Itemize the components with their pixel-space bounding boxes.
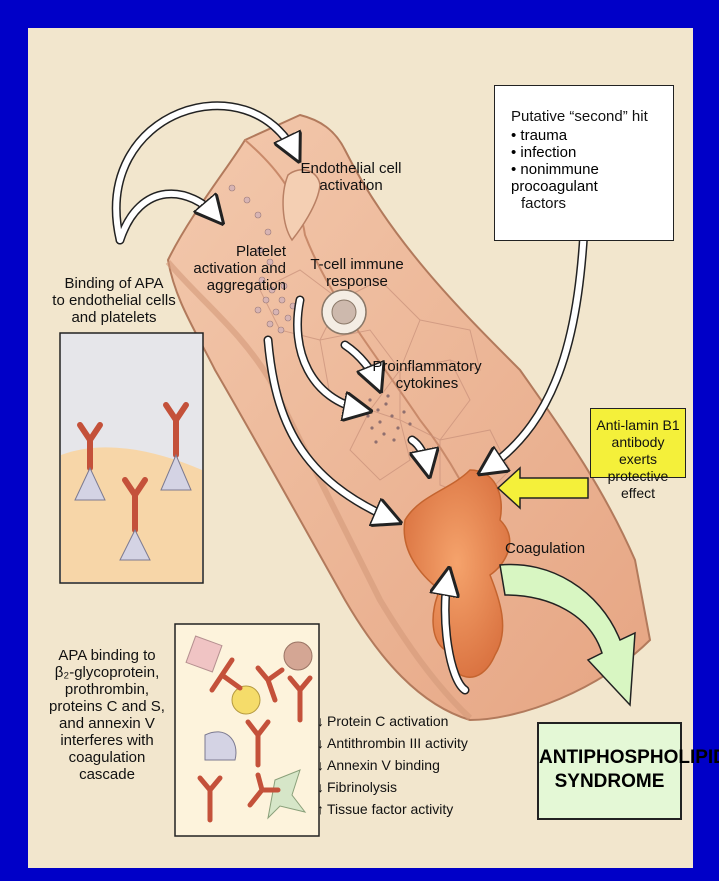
effect-row: ↑Tissue factor activity [317,801,453,818]
label-line: proteins C and S, [42,698,172,715]
effect-text: Protein C activation [327,713,448,729]
effect-row: ↓Fibrinolysis [317,779,397,796]
label-proinflammatory-cytokines: Proinflammatory cytokines [364,358,490,392]
second-hit-title: Putative “second” hit [511,108,673,125]
label-line: prothrombin, [42,681,172,698]
label-line: Proinflammatory [364,358,490,375]
label-line: response [302,273,412,290]
anti-lamin-box: Anti-lamin B1 antibody exerts protective… [590,408,686,478]
label-line: activation [296,177,406,194]
second-hit-item-continued: factors [511,195,673,212]
label-line: and annexin V [42,715,172,732]
effect-row: ↓Antithrombin III activity [317,735,468,752]
label-tcell-response: T-cell immune response [302,256,412,290]
second-hit-list: trauma infection nonimmune procoagulant [511,127,673,195]
inset-surface-binding [60,333,203,583]
label-line: β₂-glycoprotein, [42,664,172,681]
syndrome-box: ANTIPHOSPHOLIPID SYNDROME [537,722,682,820]
second-hit-item: infection [511,144,673,161]
syndrome-line: SYNDROME [539,770,680,794]
label-line: aggregation [176,277,286,294]
label-coagulation: Coagulation [505,540,585,557]
label-apa-coagulation-cascade: APA binding to β₂-glycoprotein, prothrom… [42,647,172,783]
down-arrow-icon: ↓ [317,713,324,729]
label-line: and platelets [40,309,188,326]
label-apa-binding-cells: Binding of APA to endothelial cells and … [40,275,188,326]
inset-coagulation-binding [175,624,319,836]
second-hit-item: nonimmune procoagulant [511,161,673,195]
label-endothelial-activation: Endothelial cell activation [296,160,406,194]
label-line: Anti-lamin B1 [591,417,685,434]
label-line: activation and [176,260,286,277]
second-hit-item: trauma [511,127,673,144]
effect-text: Annexin V binding [327,757,440,773]
down-arrow-icon: ↓ [317,735,324,751]
effect-row: ↓Annexin V binding [317,757,440,774]
label-platelet-activation: Platelet activation and aggregation [176,243,286,294]
label-line: T-cell immune [302,256,412,273]
effect-text: Antithrombin III activity [327,735,468,751]
effect-text: Fibrinolysis [327,779,397,795]
down-arrow-icon: ↓ [317,779,324,795]
label-line: to endothelial cells [40,292,188,309]
label-line: protective effect [591,468,685,502]
up-arrow-icon: ↑ [317,801,324,817]
label-line: Binding of APA [40,275,188,292]
t-cell-nucleus [332,300,356,324]
syndrome-text: ANTIPHOSPHOLIPID SYNDROME [539,724,680,794]
down-arrow-icon: ↓ [317,757,324,773]
syndrome-line: ANTIPHOSPHOLIPID [539,746,680,770]
second-hit-content: Putative “second” hit trauma infection n… [495,86,673,212]
label-line: Endothelial cell [296,160,406,177]
label-line: coagulation cascade [42,749,172,783]
label-line: Platelet [176,243,286,260]
effect-text: Tissue factor activity [327,801,453,817]
anti-lamin-text: Anti-lamin B1 antibody exerts protective… [591,409,685,502]
effect-row: ↓Protein C activation [317,713,448,730]
label-line: interferes with [42,732,172,749]
label-line: cytokines [364,375,490,392]
label-line: antibody exerts [591,434,685,468]
second-hit-box: Putative “second” hit trauma infection n… [494,85,674,241]
label-line: APA binding to [42,647,172,664]
